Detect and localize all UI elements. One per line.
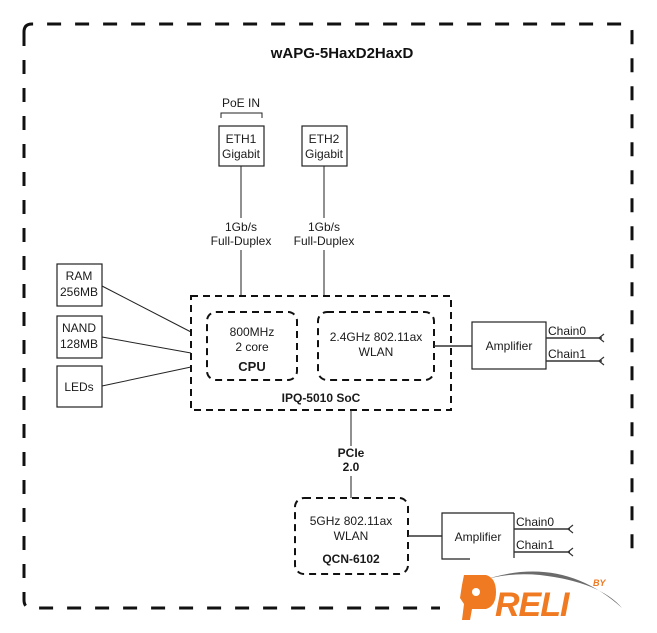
port-eth2: ETH2 Gigabit bbox=[301, 125, 348, 167]
antenna-arrow-icon bbox=[567, 547, 574, 557]
radio-5ghz-block: 5GHz 802.11ax WLAN QCN-6102 bbox=[294, 497, 409, 575]
antenna-arrow-icon bbox=[598, 333, 605, 343]
wlan24-label: WLAN bbox=[359, 345, 394, 359]
logo-by: BY bbox=[593, 578, 606, 588]
pcie-label: PCIe bbox=[338, 446, 365, 460]
svg-text:LEDs: LEDs bbox=[64, 380, 93, 394]
pcie-version: 2.0 bbox=[343, 460, 360, 474]
cpu-block bbox=[206, 311, 298, 381]
cpu-freq: 800MHz bbox=[230, 325, 275, 339]
ram-link bbox=[101, 285, 192, 333]
svg-text:128MB: 128MB bbox=[60, 337, 98, 351]
chain0-24ghz: Chain0 bbox=[546, 324, 605, 343]
cpu-cores: 2 core bbox=[235, 340, 269, 354]
svg-text:ETH2: ETH2 bbox=[309, 132, 340, 146]
poe-bracket bbox=[220, 112, 263, 118]
svg-text:Amplifier: Amplifier bbox=[486, 339, 533, 353]
eth1-link-mode: Full-Duplex bbox=[211, 234, 272, 248]
outer-frame bbox=[22, 22, 636, 610]
svg-text:NAND: NAND bbox=[62, 321, 96, 335]
nand-link bbox=[101, 336, 192, 354]
antenna-arrow-icon bbox=[567, 524, 574, 534]
port-eth1: ETH1 Gigabit bbox=[218, 125, 265, 167]
drill-icon bbox=[460, 575, 496, 620]
logo-brand: RELI bbox=[495, 586, 571, 624]
radio5-wlan: WLAN bbox=[334, 529, 369, 543]
svg-text:256MB: 256MB bbox=[60, 285, 98, 299]
chain0-5ghz: Chain0 bbox=[514, 515, 574, 534]
eth1-link-rate: 1Gb/s bbox=[225, 220, 257, 234]
antenna-arrow-icon bbox=[598, 356, 605, 366]
dreli-logo: RELI BY bbox=[440, 562, 640, 624]
chain1-24ghz: Chain1 bbox=[546, 347, 605, 366]
svg-text:ETH1: ETH1 bbox=[226, 132, 257, 146]
amplifier-5ghz: Amplifier bbox=[441, 512, 515, 560]
svg-text:Amplifier: Amplifier bbox=[455, 530, 502, 544]
amplifier-24ghz: Amplifier bbox=[471, 321, 547, 370]
poe-label: PoE IN bbox=[222, 96, 260, 110]
svg-text:RAM: RAM bbox=[66, 269, 93, 283]
peripheral-ram: RAM 256MB bbox=[56, 263, 103, 307]
eth2-link-rate: 1Gb/s bbox=[308, 220, 340, 234]
svg-text:Gigabit: Gigabit bbox=[222, 147, 261, 161]
svg-text:Chain0: Chain0 bbox=[516, 515, 554, 529]
radio5-chip: QCN-6102 bbox=[322, 552, 380, 566]
peripheral-nand: NAND 128MB bbox=[56, 315, 103, 359]
soc-block: 800MHz 2 core CPU 2.4GHz 802.11ax WLAN I… bbox=[190, 295, 452, 411]
soc-label: IPQ-5010 SoC bbox=[282, 391, 361, 405]
svg-text:Chain0: Chain0 bbox=[548, 324, 586, 338]
diagram-title: wAPG-5HaxD2HaxD bbox=[270, 45, 414, 62]
peripheral-leds: LEDs bbox=[56, 365, 103, 408]
svg-text:Chain1: Chain1 bbox=[516, 538, 554, 552]
wlan24-standard: 2.4GHz 802.11ax bbox=[330, 330, 423, 344]
chain1-5ghz: Chain1 bbox=[514, 538, 574, 557]
radio5-standard: 5GHz 802.11ax bbox=[310, 514, 393, 528]
svg-text:Chain1: Chain1 bbox=[548, 347, 586, 361]
svg-text:Gigabit: Gigabit bbox=[305, 147, 344, 161]
cpu-label: CPU bbox=[238, 359, 265, 374]
leds-link bbox=[101, 366, 192, 387]
eth2-link-mode: Full-Duplex bbox=[294, 234, 355, 248]
